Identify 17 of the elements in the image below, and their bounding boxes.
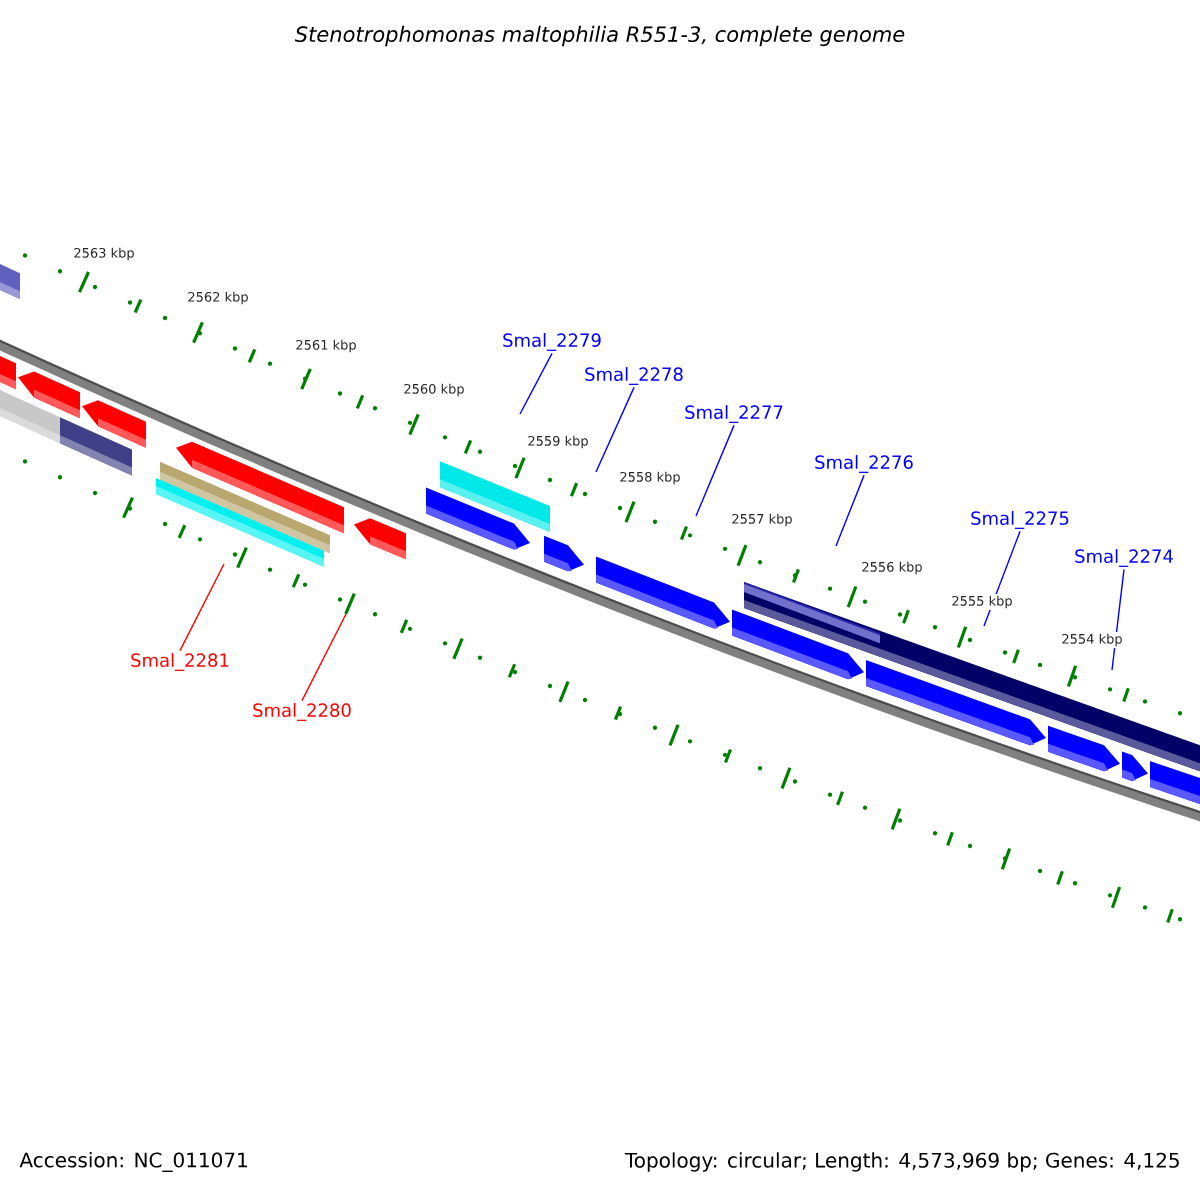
leader-line	[179, 563, 225, 652]
gene-label: Smal_2280	[253, 703, 351, 721]
leader-line	[301, 613, 347, 702]
footer-text: Accession: NC_011071	[19, 1152, 247, 1172]
leader-line	[835, 474, 865, 547]
gene-label: Smal_2275	[971, 511, 1069, 529]
leader-line	[695, 424, 735, 517]
gene-label: Smal_2276	[815, 455, 913, 473]
gene-label: Smal_2281	[131, 653, 229, 671]
footer-text: Topology: circular; Length: 4,573,969 bp; Genes: 4,125	[624, 1152, 1179, 1172]
gene-label: Smal_2278	[585, 367, 683, 385]
title: Stenotrophomonas maltophilia R551-3, complete genome	[294, 25, 905, 47]
gene-label: Smal_2274	[1075, 549, 1173, 567]
gene-label: Smal_2279	[503, 333, 601, 351]
leader-line	[595, 386, 635, 473]
leader-line	[519, 352, 553, 415]
gene-label: Smal_2277	[685, 405, 783, 423]
